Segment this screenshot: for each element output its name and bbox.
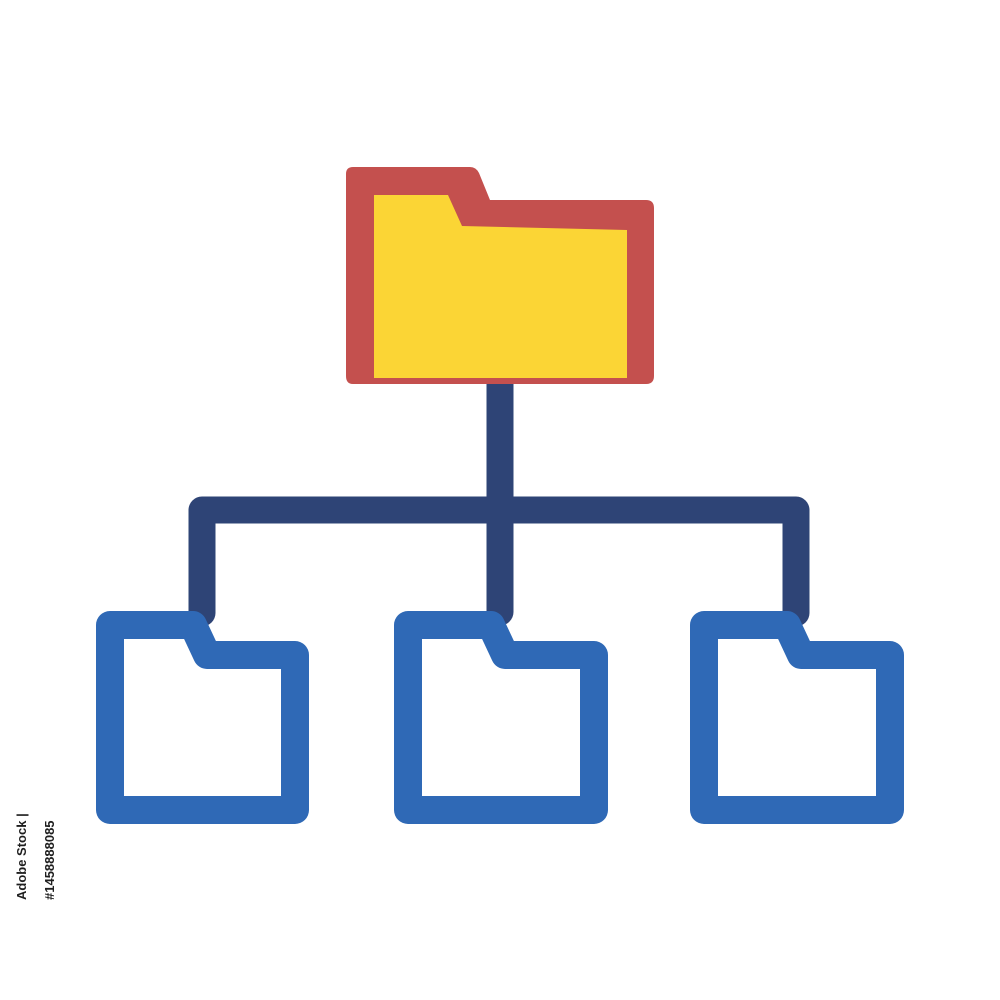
connector-horizontal	[188, 496, 810, 627]
root-folder-fill	[374, 195, 627, 378]
child-folder-3-icon[interactable]	[690, 611, 904, 824]
connector-lines	[188, 369, 810, 627]
child-folder-3-outline	[690, 611, 904, 824]
child-folder-1-icon[interactable]	[96, 611, 309, 824]
stock-id-label: Adobe Stock | #1458888085	[14, 813, 57, 900]
root-folder-icon[interactable]	[346, 167, 654, 384]
child-folder-2-icon[interactable]	[394, 611, 608, 824]
child-folder-2-outline	[394, 611, 608, 824]
child-folder-1-outline	[96, 611, 309, 824]
